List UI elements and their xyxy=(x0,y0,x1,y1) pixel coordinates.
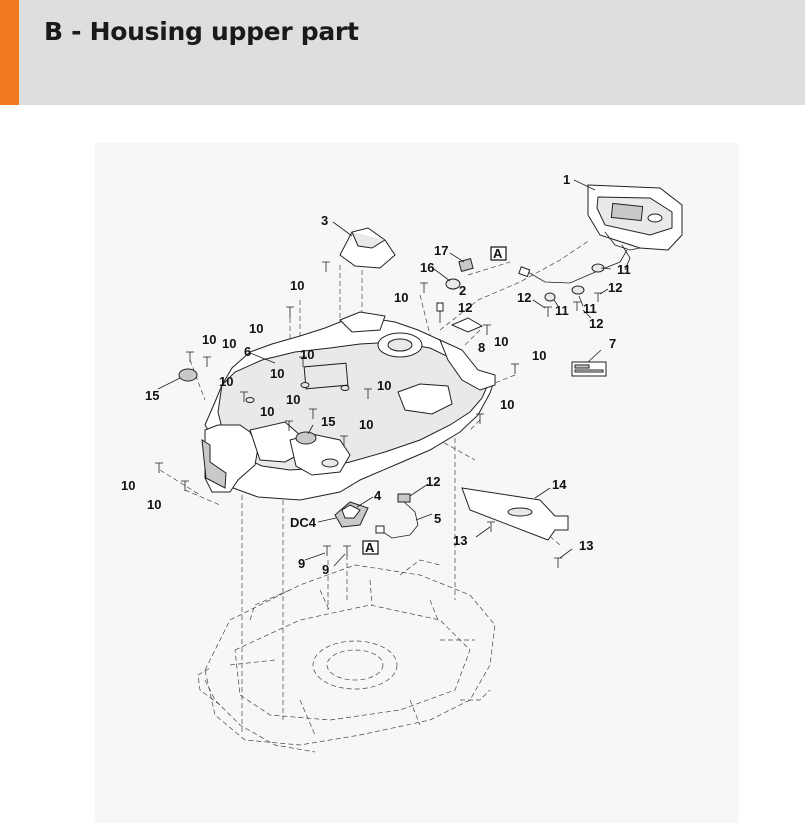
small-parts-16-17-2 xyxy=(436,258,474,323)
display-cable xyxy=(518,249,628,284)
control-display-unit xyxy=(587,184,683,271)
callout-17: 17 xyxy=(434,243,448,258)
diagram-panel xyxy=(95,143,739,823)
callout-10: 10 xyxy=(121,478,135,493)
callout-dc4: DC4 xyxy=(290,515,317,530)
seal-part-8 xyxy=(450,317,484,333)
cover-part-3 xyxy=(339,227,396,269)
callout-11: 11 xyxy=(617,262,631,277)
callout-12: 12 xyxy=(426,474,440,489)
callout-6: 6 xyxy=(244,344,251,359)
cable-part-5 xyxy=(375,493,419,539)
circuit-board-dc4 xyxy=(334,501,369,528)
callout-10: 10 xyxy=(532,348,546,363)
screws xyxy=(155,261,602,568)
callout-1: 1 xyxy=(563,172,570,187)
page-header xyxy=(0,0,805,105)
callout-10: 10 xyxy=(500,397,514,412)
callout-13: 13 xyxy=(453,533,467,548)
caps-15 xyxy=(178,368,317,445)
callout-10: 10 xyxy=(222,336,236,351)
callout-10: 10 xyxy=(260,404,274,419)
header-accent-bar xyxy=(0,0,19,105)
page-title: B - Housing upper part xyxy=(44,17,359,46)
callout-3: 3 xyxy=(321,213,328,228)
callout-16: 16 xyxy=(420,260,434,275)
callout-10: 10 xyxy=(359,417,373,432)
callout-15: 15 xyxy=(145,388,159,403)
callout-11: 11 xyxy=(555,303,569,318)
svg-text:A: A xyxy=(493,246,503,261)
connector-mark-a-upper: A xyxy=(490,246,507,261)
leader-lines xyxy=(157,179,612,567)
callout-10: 10 xyxy=(270,366,284,381)
callout-12: 12 xyxy=(608,280,622,295)
callout-2: 2 xyxy=(459,283,466,298)
callout-9: 9 xyxy=(322,562,329,577)
callout-10: 10 xyxy=(494,334,508,349)
callout-10: 10 xyxy=(300,347,314,362)
callout-10: 10 xyxy=(394,290,408,305)
housing-upper-part xyxy=(201,311,496,501)
callout-12: 12 xyxy=(458,300,472,315)
callout-9: 9 xyxy=(298,556,305,571)
svg-text:A: A xyxy=(365,540,375,555)
callout-12: 12 xyxy=(517,290,531,305)
connector-mark-a-lower: A xyxy=(362,540,379,555)
callout-10: 10 xyxy=(290,278,304,293)
callout-10: 10 xyxy=(219,374,233,389)
callout-labels: 1 3 17 16 2 12 8 11 12 11 11 12 12 7 10 … xyxy=(121,172,631,577)
callout-4: 4 xyxy=(374,488,382,503)
callout-8: 8 xyxy=(478,340,485,355)
callout-7: 7 xyxy=(609,336,616,351)
callout-10: 10 xyxy=(377,378,391,393)
callout-12: 12 xyxy=(589,316,603,331)
grommets-11 xyxy=(544,263,605,302)
callout-5: 5 xyxy=(434,511,441,526)
callout-10: 10 xyxy=(249,321,263,336)
callout-10: 10 xyxy=(147,497,161,512)
callout-10: 10 xyxy=(202,332,216,347)
callout-10: 10 xyxy=(286,392,300,407)
callout-14: 14 xyxy=(552,477,567,492)
callout-13: 13 xyxy=(579,538,593,553)
callout-11: 11 xyxy=(583,301,597,316)
label-part-7 xyxy=(571,361,607,377)
chassis-lower-part xyxy=(197,559,496,753)
plate-part-14 xyxy=(461,487,569,541)
callout-15: 15 xyxy=(321,414,335,429)
